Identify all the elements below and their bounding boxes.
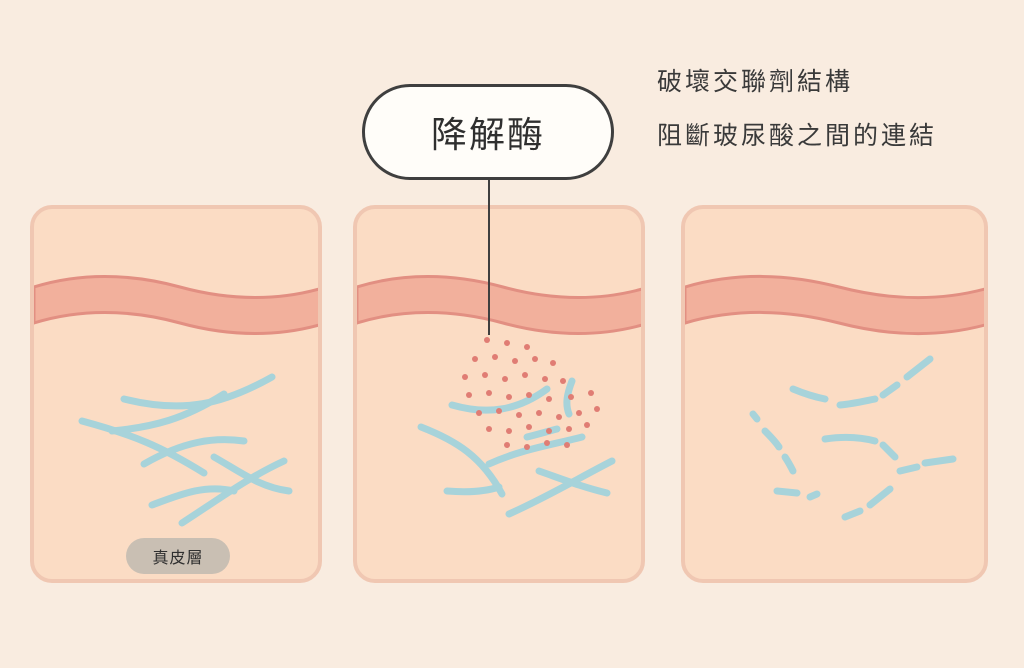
skin-layer-band bbox=[34, 275, 318, 335]
panel-broken-network bbox=[681, 205, 988, 583]
panel-enzyme-action bbox=[353, 205, 645, 583]
enzyme-action-illustration bbox=[357, 275, 641, 518]
intact-dermis-illustration bbox=[34, 275, 318, 527]
hyaluronic-acid-network bbox=[78, 373, 293, 527]
enzyme-callout: 降解酶 bbox=[362, 84, 614, 180]
hyaluronic-acid-network bbox=[417, 377, 616, 518]
dermis-badge: 真皮層 bbox=[126, 538, 230, 574]
broken-network-illustration bbox=[685, 275, 984, 521]
dermis-badge-label: 真皮層 bbox=[152, 548, 204, 567]
description-line-1: 破壞交聯劑結構 bbox=[657, 67, 854, 96]
enzyme-callout-label: 降解酶 bbox=[430, 115, 545, 156]
enzyme-particles bbox=[462, 337, 600, 450]
callout-pointer-line bbox=[488, 180, 490, 335]
panel-intact-dermis bbox=[30, 205, 322, 583]
skin-layer-band bbox=[685, 275, 984, 335]
description-line-2: 阻斷玻尿酸之間的連結 bbox=[657, 121, 938, 150]
hyaluronic-acid-fragments bbox=[749, 355, 957, 521]
skin-layer-band bbox=[357, 275, 641, 335]
